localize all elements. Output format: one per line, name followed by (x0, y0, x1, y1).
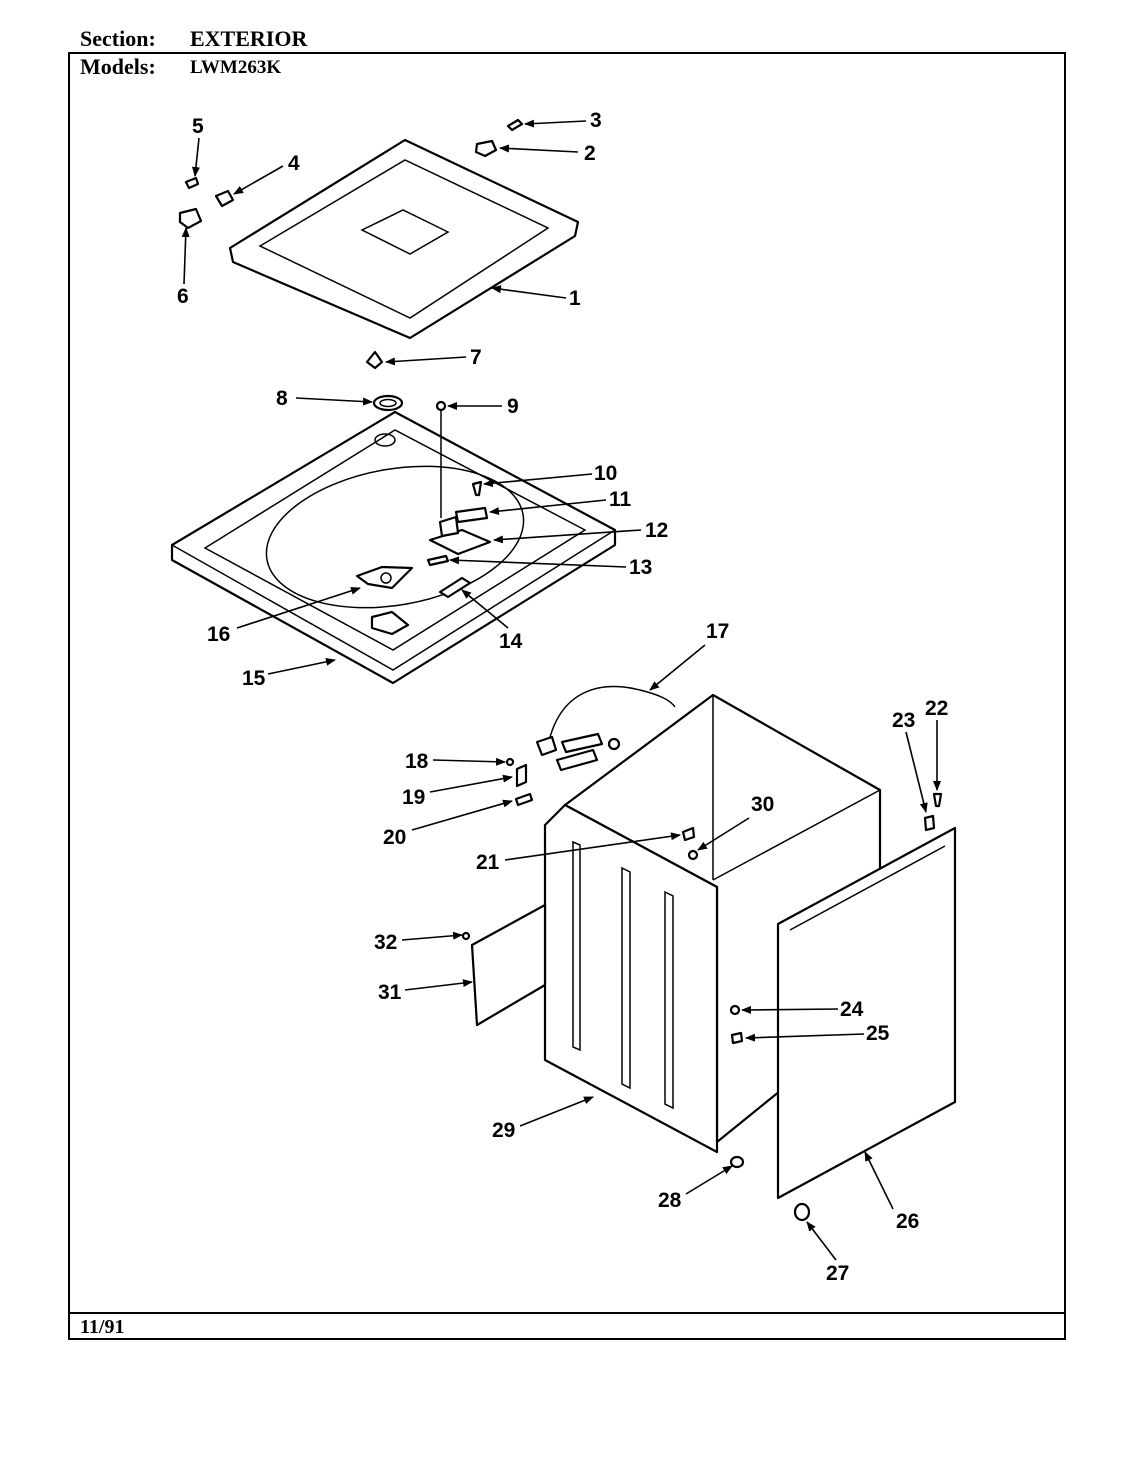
callout-23: 23 (892, 709, 915, 732)
part-8-grommet (372, 394, 404, 412)
callout-18: 18 (405, 750, 429, 773)
part-11-spring (454, 506, 489, 524)
part-29-front-panel (543, 803, 719, 1154)
part-9-screw (435, 400, 447, 412)
part-24-nut (729, 1004, 741, 1016)
callout-26: 26 (896, 1210, 919, 1233)
callout-12: 12 (645, 519, 668, 542)
models-label: Models: (80, 54, 156, 79)
part-32-screw (461, 931, 471, 941)
callout-16: 16 (207, 623, 230, 646)
callout-21: 21 (476, 851, 500, 874)
part-16-drain-cover (355, 565, 414, 590)
footer-divider (68, 1312, 1066, 1314)
callout-14: 14 (499, 630, 523, 653)
part-27-foot (793, 1202, 811, 1222)
part-22-screw (932, 792, 943, 808)
callout-32: 32 (374, 931, 397, 954)
part-7-bumper (365, 350, 384, 370)
callout-6: 6 (177, 285, 189, 308)
part-15-top-frame (170, 410, 617, 685)
part-30-plug (687, 849, 699, 861)
callout-17: 17 (706, 620, 729, 643)
callout-9: 9 (507, 395, 519, 418)
part-31-side-panel (470, 903, 547, 1027)
part-26-rear-panel (776, 826, 957, 1200)
part-17-power-cord (535, 685, 676, 772)
section-value: EXTERIOR (190, 26, 308, 51)
part-20-clip (514, 792, 534, 807)
callout-8: 8 (276, 387, 288, 410)
part-10-screw (471, 480, 483, 497)
footer-date: 11/91 (80, 1316, 125, 1338)
part-6-clip (178, 207, 203, 230)
part-19-bracket (515, 763, 528, 788)
callout-29: 29 (492, 1119, 515, 1142)
part-28-foot (729, 1155, 745, 1169)
callout-25: 25 (866, 1022, 890, 1045)
callout-22: 22 (925, 697, 948, 720)
callout-10: 10 (594, 462, 617, 485)
callout-19: 19 (402, 786, 425, 809)
part-14-actuator (438, 576, 472, 599)
callout-30: 30 (751, 793, 774, 816)
part-5-screw (184, 176, 200, 190)
callout-1: 1 (569, 287, 581, 310)
callout-28: 28 (658, 1189, 682, 1212)
callout-2: 2 (584, 142, 596, 165)
part-4-hinge (214, 189, 235, 208)
callout-3: 3 (590, 109, 602, 132)
callout-15: 15 (242, 667, 266, 690)
part-18-screw (505, 757, 515, 767)
part-25-screw (730, 1031, 744, 1045)
diagram-frame (68, 52, 1066, 1340)
part-23-clip (923, 814, 936, 832)
part-13-pin (426, 554, 450, 567)
leader-lines (181, 119, 941, 1261)
callout-13: 13 (629, 556, 652, 579)
section-label: Section: (80, 26, 156, 51)
callout-31: 31 (378, 981, 402, 1004)
part-12-lid-switch-bracket (428, 515, 492, 556)
callout-7: 7 (470, 346, 482, 369)
callout-24: 24 (840, 998, 864, 1021)
callout-4: 4 (288, 152, 300, 175)
callout-27: 27 (826, 1262, 849, 1285)
part-2-hinge (474, 139, 498, 158)
models-value: LWM263K (190, 57, 282, 78)
callout-5: 5 (192, 115, 204, 138)
part-21-clip (681, 826, 696, 842)
part-3-screw (506, 118, 524, 132)
callout-11: 11 (609, 488, 632, 511)
callout-labels: 1 2 3 4 5 6 7 8 9 10 11 12 13 14 15 16 1… (177, 109, 948, 1285)
callout-20: 20 (383, 826, 406, 849)
part-1-top-lid (228, 138, 580, 340)
